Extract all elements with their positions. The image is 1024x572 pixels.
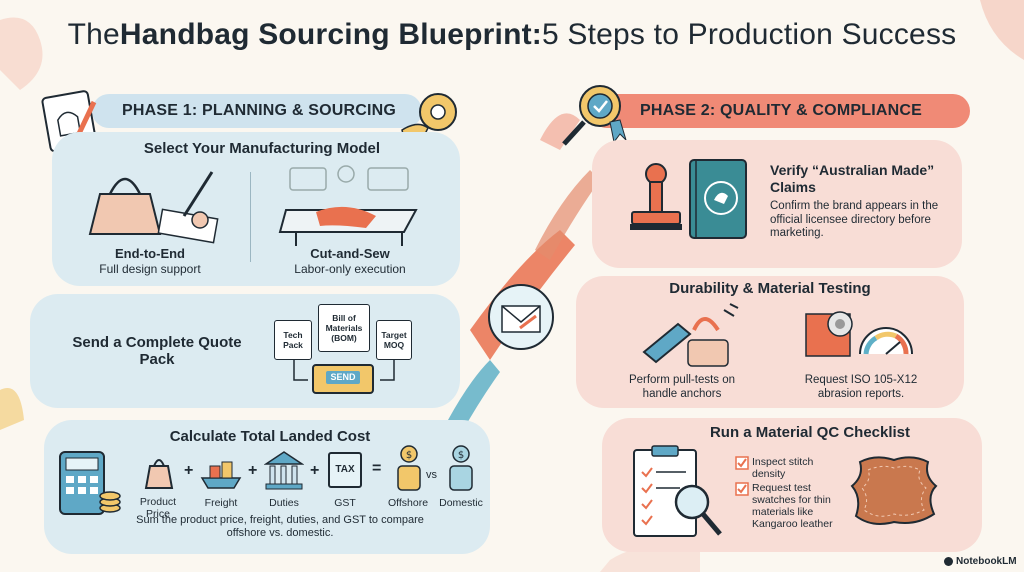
- title-bold: Handbag Sourcing Blueprint:: [119, 18, 542, 51]
- title-prefix: The: [67, 18, 120, 51]
- landed-cost-note: Sum the product price, freight, duties, …: [136, 514, 424, 539]
- offshore-coins-icon: $: [397, 445, 421, 491]
- doc-target-moq: Target MOQ: [376, 320, 412, 360]
- stamp-icon: [630, 163, 682, 230]
- abrasion-gauge-icon: [805, 311, 913, 357]
- opt-cut-and-sew-title: Cut-and-Sew: [310, 246, 390, 261]
- phase2-banner: PHASE 2: QUALITY & COMPLIANCE: [590, 94, 970, 128]
- pull-test-text: Perform pull-tests on handle anchors: [628, 374, 736, 400]
- calculator-icon: [59, 451, 121, 515]
- duties-building-icon: [264, 451, 304, 490]
- handbag-sketch-icon: [88, 171, 219, 244]
- label-duties: Duties: [269, 497, 299, 509]
- domestic-coins-icon: $: [449, 445, 473, 491]
- send-folder: [312, 364, 374, 394]
- label-freight: Freight: [204, 497, 238, 509]
- product-bag-icon: [144, 459, 174, 489]
- footer-brand: NotebookLM: [944, 556, 1017, 567]
- step-australian-made-body: Confirm the brand appears in the officia…: [770, 200, 939, 239]
- tape-measure-icon: [401, 93, 457, 140]
- licensee-book-icon: [689, 159, 747, 239]
- checkbox-stitch-icon: [735, 456, 749, 470]
- leather-hide-icon: [850, 456, 938, 525]
- checkbox-swatches-icon: [735, 482, 749, 496]
- label-product-price: Product Price: [139, 496, 177, 520]
- plus-1: +: [184, 462, 194, 479]
- opt-end-to-end-sub: Full design support: [99, 262, 201, 276]
- page-title: The Handbag Sourcing Blueprint: 5 Steps …: [0, 0, 1024, 70]
- doc-bom: Bill of Materials (BOM): [318, 304, 370, 352]
- step-durability-heading: Durability & Material Testing: [669, 280, 871, 297]
- sewing-table-icon: [278, 165, 418, 246]
- footer-brand-text: NotebookLM: [956, 556, 1017, 567]
- label-offshore: Offshore: [387, 497, 429, 509]
- doc-tech-pack: Tech Pack: [274, 320, 312, 360]
- step-quote-pack-heading: Send a Complete Quote Pack: [72, 334, 242, 368]
- svg-text:$: $: [458, 450, 464, 461]
- phase2-label: PHASE 2: QUALITY & COMPLIANCE: [640, 102, 922, 119]
- abrasion-text: Request ISO 105-X12 abrasion reports.: [804, 374, 918, 400]
- step-select-model-heading: Select Your Manufacturing Model: [143, 140, 381, 157]
- plus-3: +: [310, 462, 320, 479]
- brand-logo-icon: [944, 557, 953, 566]
- step-landed-cost-heading: Calculate Total Landed Cost: [169, 428, 371, 445]
- gst-tax-icon: TAX: [328, 452, 362, 488]
- plus-2: +: [248, 462, 258, 479]
- title-suffix: 5 Steps to Production Success: [541, 18, 957, 51]
- vs-label: vs: [426, 469, 437, 481]
- folder-arrows: [293, 360, 395, 381]
- freight-ship-icon: [200, 461, 242, 489]
- label-domestic: Domestic: [439, 497, 483, 509]
- step-australian-made-heading: Verify “Australian Made” Claims: [770, 162, 935, 195]
- opt-end-to-end-title: End-to-End: [114, 246, 186, 261]
- divider: [250, 172, 251, 262]
- phase1-banner: PHASE 1: PLANNING & SOURCING: [92, 94, 422, 128]
- check-swatches-text: Request test swatches for thin materials…: [752, 482, 833, 530]
- clipboard-magnifier-icon: [633, 445, 722, 537]
- pull-test-icon: [642, 303, 739, 367]
- phase1-label: PHASE 1: PLANNING & SOURCING: [122, 102, 397, 119]
- opt-cut-and-sew-sub: Labor-only execution: [294, 262, 406, 276]
- equals: =: [372, 460, 382, 477]
- send-button[interactable]: SEND: [326, 371, 360, 384]
- magnifier-seal-icon: [562, 85, 627, 146]
- label-gst: GST: [334, 497, 356, 509]
- step-qc-checklist-heading: Run a Material QC Checklist: [709, 424, 911, 441]
- check-stitch-text: Inspect stitch density: [752, 456, 814, 480]
- svg-text:$: $: [406, 450, 412, 461]
- envelope-icon: [488, 284, 554, 350]
